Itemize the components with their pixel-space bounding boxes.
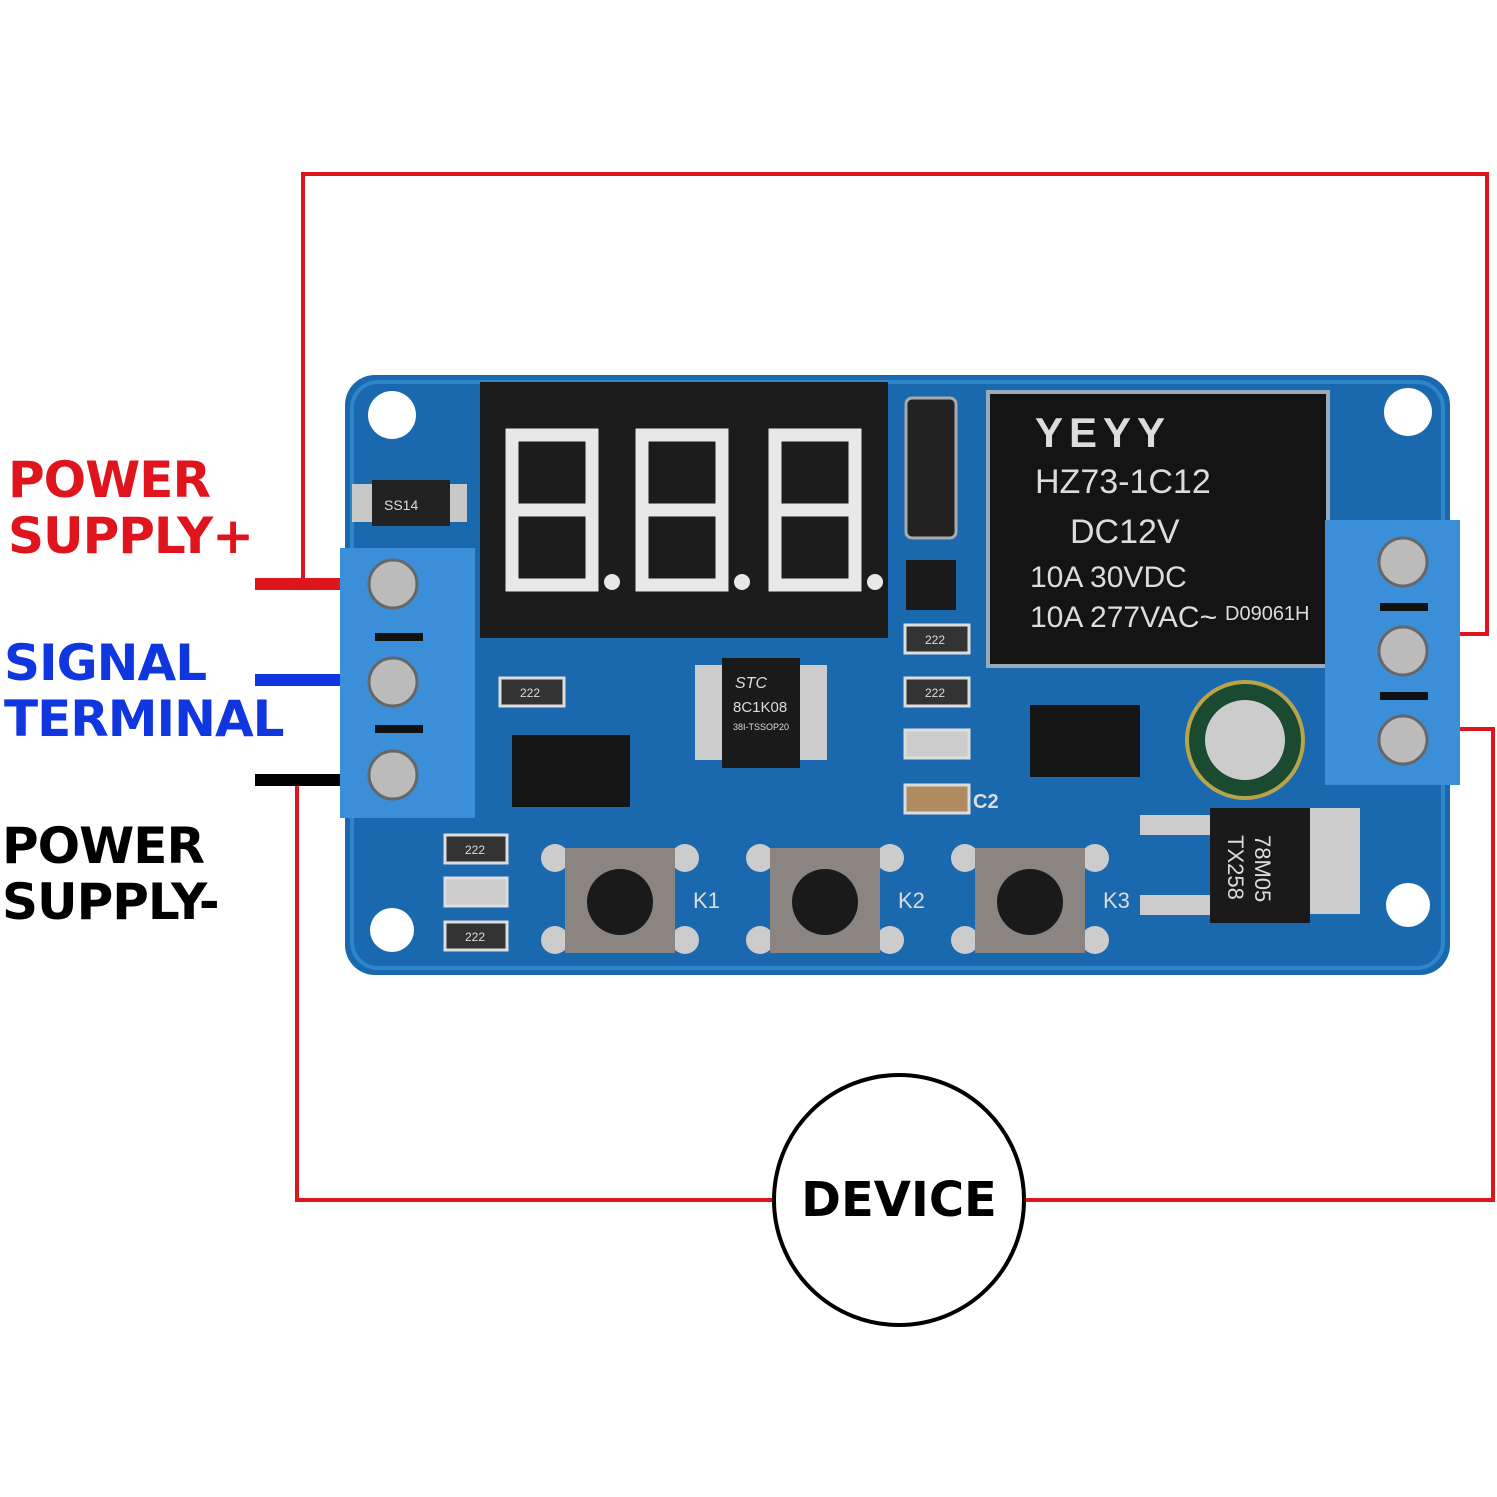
label-line: SIGNAL	[4, 634, 207, 692]
digit-1	[505, 428, 620, 592]
svg-text:10A 30VDC: 10A 30VDC	[1030, 561, 1187, 594]
label-line: TERMINAL	[4, 690, 285, 748]
terminal-block-left	[340, 548, 475, 818]
mounting-holes	[368, 388, 1432, 952]
svg-text:222: 222	[465, 930, 485, 944]
smd-resistors: 222 222 222 C2 222 222	[443, 623, 999, 952]
svg-text:TX258: TX258	[1223, 835, 1248, 900]
relay: YEYY HZ73-1C12 DC12V 10A 30VDC 10A 277VA…	[986, 390, 1330, 668]
svg-text:38I-TSSOP20: 38I-TSSOP20	[733, 722, 789, 732]
transistor	[904, 396, 958, 540]
wire-positive-to-relay	[301, 172, 1489, 636]
svg-text:78M05: 78M05	[1250, 835, 1275, 902]
label-line: SUPPLY+	[8, 507, 254, 565]
svg-text:222: 222	[465, 843, 485, 857]
terminal-block-right	[1325, 520, 1460, 785]
svg-text:222: 222	[925, 686, 945, 700]
digit-2	[635, 428, 750, 592]
svg-text:222: 222	[520, 686, 540, 700]
label-line: POWER	[8, 451, 211, 509]
voltage-regulator: 78M05 TX258	[1140, 808, 1360, 923]
optocoupler-left	[512, 735, 630, 807]
device-circle: DEVICE	[772, 1073, 1026, 1327]
electrolytic-capacitor	[1185, 680, 1305, 800]
svg-text:YEYY: YEYY	[1035, 409, 1171, 456]
microcontroller-chip: STC 8C1K08 38I-TSSOP20	[695, 658, 827, 768]
button-k1: K1	[541, 844, 720, 954]
diode-ss14: SS14	[352, 480, 467, 526]
svg-text:8C1K08: 8C1K08	[733, 699, 787, 716]
label-line: SUPPLY-	[2, 873, 220, 931]
button-k2: K2	[746, 844, 925, 954]
svg-text:SS14: SS14	[384, 497, 418, 513]
optocoupler-right	[1030, 705, 1140, 777]
svg-text:222: 222	[925, 633, 945, 647]
svg-text:HZ73-1C12: HZ73-1C12	[1035, 463, 1211, 501]
device-label: DEVICE	[801, 1172, 997, 1228]
svg-text:D09061H: D09061H	[1225, 603, 1310, 625]
label-signal-terminal: SIGNAL TERMINAL	[4, 634, 285, 748]
seven-segment-display	[480, 382, 888, 638]
button-label: K3	[1103, 888, 1130, 913]
svg-text:10A 277VAC~: 10A 277VAC~	[1030, 601, 1217, 634]
digit-3	[768, 428, 883, 592]
button-label: K2	[898, 888, 925, 913]
label-power-supply-plus: POWER SUPPLY+	[8, 451, 254, 565]
button-k3: K3	[951, 844, 1130, 954]
wire-negative-to-device	[295, 786, 772, 1202]
label-line: POWER	[2, 817, 205, 875]
label-power-supply-minus: POWER SUPPLY-	[2, 817, 220, 931]
button-label: K1	[693, 888, 720, 913]
svg-text:DC12V: DC12V	[1070, 513, 1180, 551]
svg-text:STC: STC	[735, 675, 767, 692]
svg-text:C2: C2	[973, 791, 999, 813]
tactile-buttons: K1 K2 K3	[541, 844, 1130, 954]
